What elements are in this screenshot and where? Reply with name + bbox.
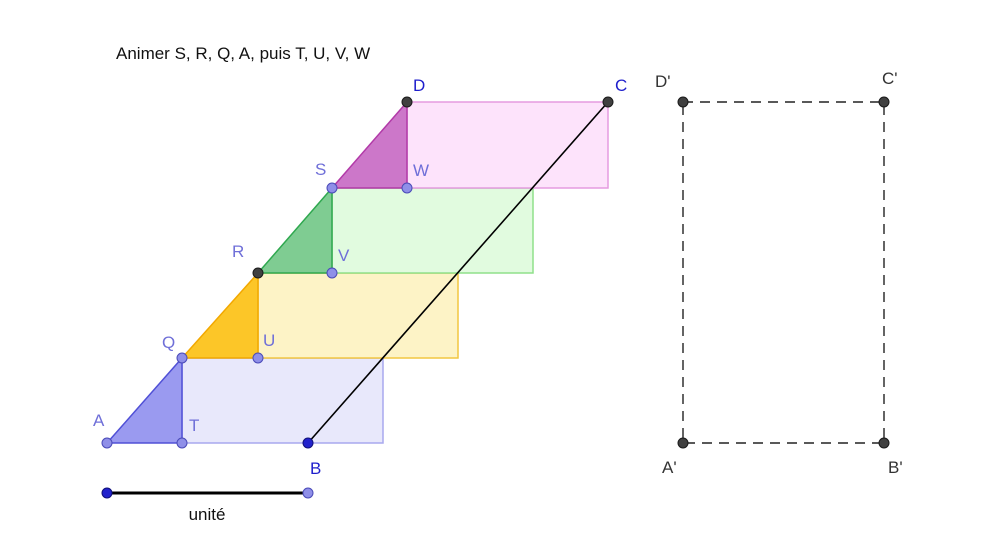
point-R[interactable] [252, 267, 264, 279]
point-A-prime[interactable] [677, 437, 689, 449]
segment-BC [307, 101, 609, 444]
point-S[interactable] [326, 182, 338, 194]
point-C[interactable] [602, 96, 614, 108]
label-R: R [232, 242, 244, 261]
unit-label: unité [189, 505, 226, 524]
rectangle-V-green [331, 187, 534, 274]
label-B-prime: B' [888, 458, 903, 477]
point-V[interactable] [326, 267, 338, 279]
triangle-A-blue [105, 356, 183, 444]
rectangle-T-blue [181, 357, 384, 444]
label-D-prime: D' [655, 72, 671, 91]
rectangle-U-yellow [257, 272, 459, 359]
point-W[interactable] [401, 182, 413, 194]
label-C: C [615, 76, 627, 95]
triangle-R-green [256, 185, 333, 274]
label-Q: Q [162, 333, 175, 352]
point-Q[interactable] [176, 352, 188, 364]
label-A-prime: A' [662, 458, 677, 477]
point-T[interactable] [176, 437, 188, 449]
label-U: U [263, 331, 275, 350]
unit-endpoint-right[interactable] [302, 487, 314, 499]
point-D-prime[interactable] [677, 96, 689, 108]
point-B[interactable] [302, 437, 314, 449]
triangle-Q-yellow [180, 271, 259, 359]
instruction-text: Animer S, R, Q, A, puis T, U, V, W [116, 44, 370, 63]
point-D[interactable] [401, 96, 413, 108]
unit-endpoint-left[interactable] [101, 487, 113, 499]
point-C-prime[interactable] [878, 96, 890, 108]
label-W: W [413, 161, 429, 180]
label-C-prime: C' [882, 69, 898, 88]
label-V: V [338, 246, 350, 265]
rectangle-W-magenta [406, 101, 609, 189]
label-B: B [310, 459, 321, 478]
point-A[interactable] [101, 437, 113, 449]
dashed-rectangle-prime [682, 101, 885, 444]
label-S: S [315, 160, 326, 179]
label-T: T [189, 416, 199, 435]
point-U[interactable] [252, 352, 264, 364]
point-B-prime[interactable] [878, 437, 890, 449]
triangle-S-magenta [330, 99, 408, 189]
label-A: A [93, 411, 105, 430]
label-D: D [413, 76, 425, 95]
